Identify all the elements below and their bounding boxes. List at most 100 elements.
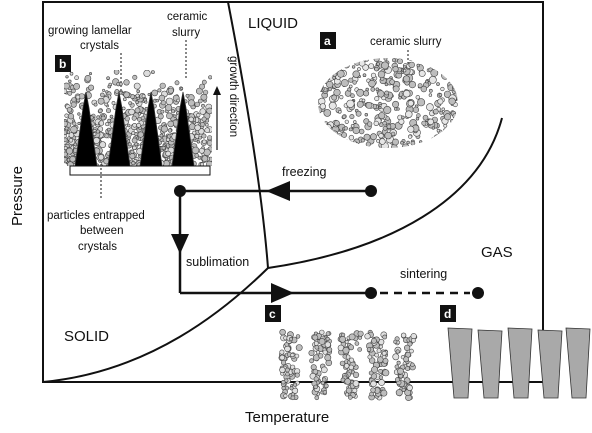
particle bbox=[128, 108, 135, 116]
particle bbox=[453, 58, 457, 61]
particle bbox=[64, 157, 67, 162]
particle bbox=[395, 389, 403, 397]
particle bbox=[428, 88, 433, 93]
particle bbox=[187, 99, 195, 107]
particle bbox=[173, 114, 177, 118]
particle bbox=[451, 136, 456, 141]
particle bbox=[342, 346, 350, 354]
particle bbox=[327, 69, 332, 73]
particle bbox=[383, 106, 392, 115]
particle bbox=[284, 345, 291, 352]
particle bbox=[406, 140, 410, 145]
particle bbox=[318, 72, 324, 78]
particle bbox=[157, 88, 162, 93]
particle bbox=[124, 116, 130, 122]
particle bbox=[408, 58, 412, 61]
particle bbox=[425, 79, 429, 84]
particle bbox=[358, 59, 366, 67]
particle bbox=[339, 59, 344, 64]
particle bbox=[362, 73, 367, 77]
particle bbox=[337, 58, 346, 62]
particle bbox=[395, 349, 400, 354]
particle bbox=[398, 95, 402, 100]
particle bbox=[292, 382, 297, 387]
particle bbox=[383, 58, 388, 61]
particle bbox=[407, 341, 413, 347]
particle bbox=[376, 348, 382, 354]
particle bbox=[443, 58, 449, 63]
particle bbox=[430, 143, 438, 148]
particle bbox=[144, 100, 148, 104]
entrapped-label-line2: between bbox=[80, 225, 123, 237]
particle bbox=[140, 115, 146, 121]
particle bbox=[374, 352, 380, 358]
panel-c-badge-letter: c bbox=[269, 307, 276, 321]
particle bbox=[318, 130, 324, 136]
particle bbox=[171, 109, 176, 114]
particle bbox=[107, 118, 112, 123]
particle bbox=[357, 146, 361, 148]
particle bbox=[77, 121, 81, 126]
particle bbox=[295, 334, 301, 339]
panel-d-badge-letter: d bbox=[444, 307, 451, 321]
particle bbox=[415, 116, 420, 121]
particle bbox=[97, 154, 105, 161]
particle bbox=[314, 395, 320, 401]
particle bbox=[283, 393, 288, 398]
particle bbox=[397, 58, 403, 65]
particle bbox=[375, 87, 380, 92]
particle bbox=[333, 120, 340, 127]
cold-plate bbox=[69, 165, 211, 176]
particle bbox=[324, 74, 328, 79]
particle bbox=[333, 88, 341, 97]
particle bbox=[102, 88, 106, 92]
particle bbox=[64, 151, 68, 157]
particle bbox=[382, 357, 389, 364]
particle bbox=[438, 58, 446, 66]
particle bbox=[353, 142, 357, 146]
particle bbox=[194, 124, 201, 131]
particle bbox=[200, 162, 204, 166]
particle bbox=[68, 79, 72, 84]
particle bbox=[157, 113, 164, 120]
particle bbox=[167, 128, 172, 133]
particle bbox=[349, 141, 354, 146]
particle bbox=[440, 58, 445, 63]
freezing-arrow bbox=[266, 181, 290, 201]
particle bbox=[364, 58, 369, 62]
particle bbox=[203, 148, 211, 157]
particle bbox=[326, 80, 334, 89]
particle bbox=[344, 378, 352, 385]
particle bbox=[389, 79, 395, 85]
particle bbox=[71, 88, 76, 94]
particle bbox=[188, 123, 196, 131]
particle bbox=[67, 161, 74, 166]
particle bbox=[448, 97, 456, 105]
particle bbox=[340, 79, 349, 87]
start-point bbox=[365, 185, 377, 197]
particle bbox=[289, 386, 294, 391]
particle bbox=[127, 142, 132, 147]
panel-b-badge bbox=[55, 55, 71, 72]
particle bbox=[382, 121, 387, 126]
particle bbox=[444, 59, 451, 66]
sintered-point bbox=[472, 287, 484, 299]
particle bbox=[368, 79, 376, 88]
particle bbox=[448, 58, 454, 61]
particle bbox=[67, 90, 73, 96]
particle bbox=[444, 113, 452, 121]
particle bbox=[347, 395, 353, 400]
particle bbox=[396, 107, 400, 111]
particle bbox=[333, 58, 341, 63]
ceramic-slurry-label-line1: ceramic bbox=[167, 11, 208, 23]
particle bbox=[408, 80, 417, 89]
particle bbox=[382, 369, 390, 377]
particle bbox=[165, 150, 171, 157]
particle bbox=[356, 101, 364, 108]
particle bbox=[384, 82, 389, 87]
particle bbox=[107, 84, 112, 89]
particle bbox=[319, 124, 329, 133]
particle bbox=[338, 58, 347, 67]
particle bbox=[66, 107, 73, 113]
